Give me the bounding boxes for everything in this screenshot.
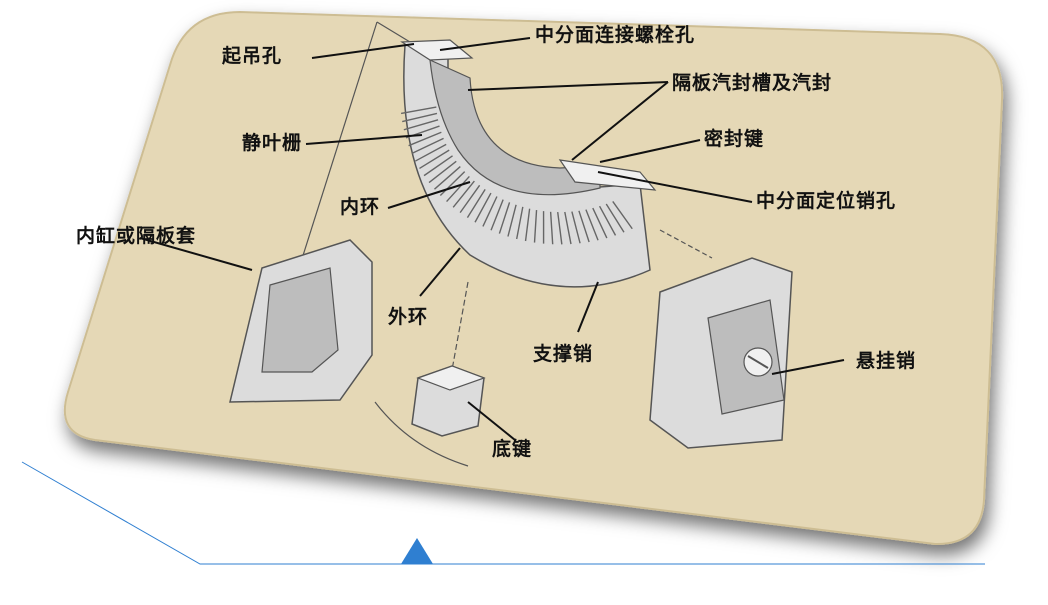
stator-blade xyxy=(466,188,486,219)
stator-blade xyxy=(482,196,498,227)
stator-blade xyxy=(578,210,590,243)
accent-line xyxy=(21,461,985,565)
label-seal-key: 密封键 xyxy=(704,128,765,150)
stator-blade xyxy=(557,211,563,245)
label-split-face-bolt-hole: 中分面连接螺栓孔 xyxy=(535,24,696,46)
stator-blade xyxy=(571,211,581,244)
stator-blade xyxy=(459,184,481,214)
stator-blade xyxy=(533,210,538,243)
leader-lifting-hole xyxy=(311,43,415,59)
stator-blade xyxy=(490,199,504,231)
stator-blade xyxy=(598,205,617,236)
stator-blade xyxy=(411,137,444,155)
stator-blade xyxy=(446,175,470,203)
leader-bottom-key xyxy=(467,401,516,441)
stator-blade xyxy=(515,206,524,240)
label-suspension-pin: 悬挂销 xyxy=(856,350,917,372)
inner-casing-piece xyxy=(229,239,373,403)
leader-outer-ring xyxy=(419,247,461,297)
bottom-key-part xyxy=(411,365,486,437)
stator-blade xyxy=(403,119,439,131)
label-bottom-key: 底键 xyxy=(492,438,533,460)
stator-blade xyxy=(428,160,457,184)
label-diaphragm-gland-groove: 隔板汽封槽及汽封 xyxy=(672,72,833,94)
split-face-right xyxy=(558,159,657,191)
leader-split-bolt-hole xyxy=(439,37,531,51)
label-inner-casing: 内缸或隔板套 xyxy=(76,225,197,247)
leader-lines xyxy=(139,37,845,441)
leader-dowel-hole xyxy=(597,171,753,203)
inner-ring-body xyxy=(429,59,601,196)
stator-blade xyxy=(419,149,450,170)
leader-inner-ring xyxy=(387,181,471,209)
leader-gland-groove-2 xyxy=(571,81,669,161)
stator-blade xyxy=(549,211,554,245)
label-outer-ring: 外环 xyxy=(388,306,429,328)
stator-blade xyxy=(564,211,572,245)
stator-blade xyxy=(434,166,461,190)
stator-blade xyxy=(605,203,625,233)
stator-blade xyxy=(408,131,442,147)
stator-blade xyxy=(524,208,531,242)
stator-blade xyxy=(415,143,447,162)
stator-blade xyxy=(452,180,475,208)
label-inner-ring: 内环 xyxy=(340,196,381,218)
stator-blade xyxy=(592,207,608,239)
label-split-face-dowel-hole: 中分面定位销孔 xyxy=(756,190,897,212)
label-support-pin: 支撑销 xyxy=(533,343,594,365)
diaphragm-half-ring xyxy=(400,39,657,288)
leader-stator-blade xyxy=(305,134,423,145)
stator-blade xyxy=(474,192,492,223)
stator-blade xyxy=(400,106,437,115)
split-face-top xyxy=(400,39,474,61)
stator-blade xyxy=(402,112,438,123)
accent-triangle-marker xyxy=(401,538,433,564)
stator-blade xyxy=(439,171,466,197)
stator-blade xyxy=(612,201,633,230)
label-lifting-hole: 起吊孔 xyxy=(222,45,283,67)
stator-blade xyxy=(423,155,453,177)
leader-inner-casing xyxy=(139,237,253,271)
suspension-pin-block xyxy=(649,257,793,449)
leader-seal-key xyxy=(599,139,701,163)
stator-blade xyxy=(585,209,599,241)
label-stator-blade-cascade: 静叶栅 xyxy=(242,132,303,154)
leader-suspension-pin xyxy=(771,359,845,375)
leader-gland-groove-1 xyxy=(467,81,669,91)
leader-support-pin xyxy=(577,281,599,333)
stator-blade xyxy=(507,204,517,237)
leader-guides xyxy=(299,21,713,467)
stator-blade xyxy=(498,202,511,234)
